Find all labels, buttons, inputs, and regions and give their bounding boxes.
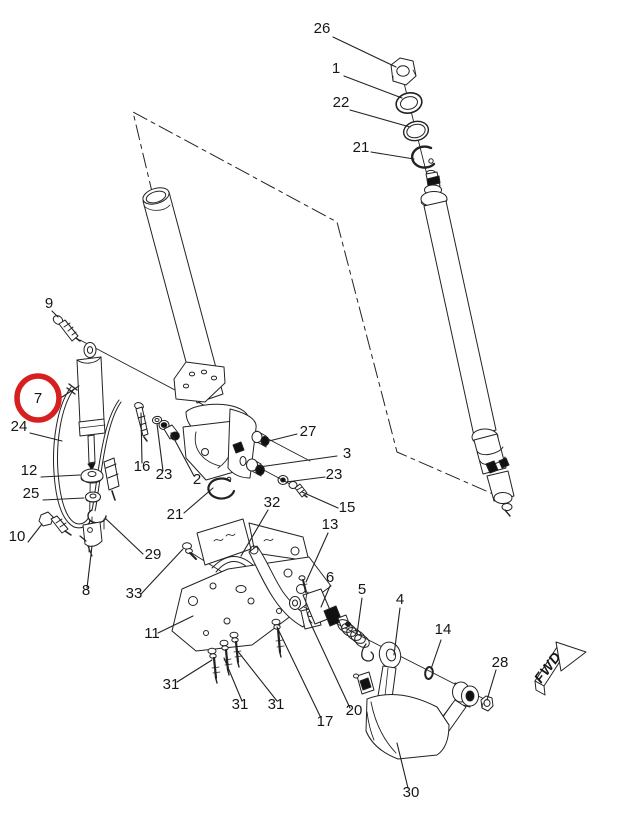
- callout-label-22: 22: [333, 94, 350, 111]
- left-strut-lower-bracket: [173, 361, 257, 481]
- callout-label-14: 14: [435, 621, 452, 638]
- hose-loop: [53, 383, 122, 529]
- snap-ring-21-lower-eye: [226, 476, 232, 482]
- callout-label-23-right: 23: [326, 466, 343, 483]
- nut-26: [390, 57, 417, 86]
- callout-label-8: 8: [82, 582, 90, 599]
- hose-elbow-fitting: [103, 457, 120, 501]
- callout-label-5: 5: [358, 581, 366, 598]
- callout-label-10: 10: [9, 528, 26, 545]
- washer-25: [85, 491, 101, 503]
- washer-23-right: [277, 475, 289, 485]
- callout-label-11: 11: [144, 625, 160, 642]
- callout-label-17: 17: [317, 713, 334, 730]
- callout-label-24: 24: [11, 418, 28, 435]
- callout-label-32: 32: [264, 494, 281, 511]
- callout-label-15: 15: [339, 499, 356, 516]
- callout-label-23-left: 23: [156, 466, 173, 483]
- right-strut-tube: [420, 169, 497, 437]
- bushing-2: [158, 419, 180, 441]
- right-strut-lower-fitting: [471, 428, 515, 517]
- highlight-circle: [14, 373, 62, 423]
- damper-cylinder: [76, 342, 106, 471]
- link-arm-eye: [452, 681, 479, 708]
- ring-22: [402, 120, 430, 142]
- callout-label-31-c: 31: [268, 696, 285, 713]
- clamp-29: [87, 509, 107, 530]
- left-strut-tube: [142, 187, 224, 404]
- mounting-plate-11: [171, 556, 332, 652]
- bolt-33: [182, 542, 197, 560]
- washer-23-left: [151, 415, 163, 425]
- nut-28: [480, 695, 494, 712]
- callout-label-13: 13: [322, 516, 339, 533]
- bolt-17: [271, 618, 285, 658]
- callout-label-25: 25: [23, 485, 40, 502]
- callout-labels: 26 1 22 21 9 7 24 12 25 10 16 23 2 21 27…: [9, 20, 509, 801]
- callout-label-16: 16: [134, 458, 151, 475]
- bolt-16: [134, 402, 149, 442]
- callout-label-2: 2: [193, 471, 201, 488]
- bolt-10: [38, 511, 72, 536]
- callout-label-21-upper: 21: [353, 139, 370, 156]
- callout-label-33: 33: [126, 585, 143, 602]
- callout-label-6: 6: [326, 569, 334, 586]
- bolt-9: [52, 315, 81, 342]
- bellcrank-4: [353, 641, 402, 699]
- callout-label-28: 28: [492, 654, 509, 671]
- bolt-31-a: [207, 647, 221, 684]
- phantom-outline: [132, 111, 510, 502]
- deflector-scoop-30: [365, 694, 467, 760]
- callout-label-3: 3: [343, 445, 351, 462]
- callout-label-31-b: 31: [232, 696, 249, 713]
- bolt-15: [288, 481, 308, 498]
- callout-label-21-lower: 21: [167, 506, 184, 523]
- bolt-13: [298, 575, 308, 593]
- callout-label-27: 27: [300, 423, 317, 440]
- o-ring-14: [424, 666, 434, 680]
- callout-label-4: 4: [396, 591, 404, 608]
- callout-label-7-highlighted: 7: [34, 390, 42, 407]
- callout-label-9: 9: [45, 295, 53, 312]
- callout-label-30: 30: [403, 784, 420, 801]
- callout-label-1: 1: [332, 60, 340, 77]
- fwd-direction-arrow: FWD: [531, 641, 587, 696]
- callout-label-26: 26: [314, 20, 331, 37]
- callout-label-20: 20: [346, 702, 363, 719]
- bushing-3: [246, 458, 265, 477]
- leader-lines: [27, 36, 497, 789]
- bolt-31-c: [229, 631, 243, 668]
- snap-ring-21-upper: [410, 145, 436, 169]
- callout-label-29: 29: [145, 546, 162, 563]
- callout-label-31-a: 31: [163, 676, 180, 693]
- washer-12: [80, 468, 104, 484]
- washer-1: [395, 92, 423, 114]
- bushing-27: [251, 430, 270, 448]
- callout-label-12: 12: [21, 462, 38, 479]
